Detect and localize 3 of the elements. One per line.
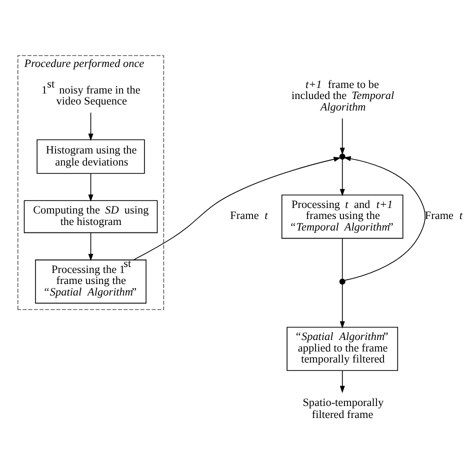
node-text: t+1 frame to be included the Temporal Algorithm [291, 78, 394, 113]
node-text: Spatio-temporally filtered frame [302, 396, 384, 420]
edge-label: Frame t [230, 209, 268, 222]
